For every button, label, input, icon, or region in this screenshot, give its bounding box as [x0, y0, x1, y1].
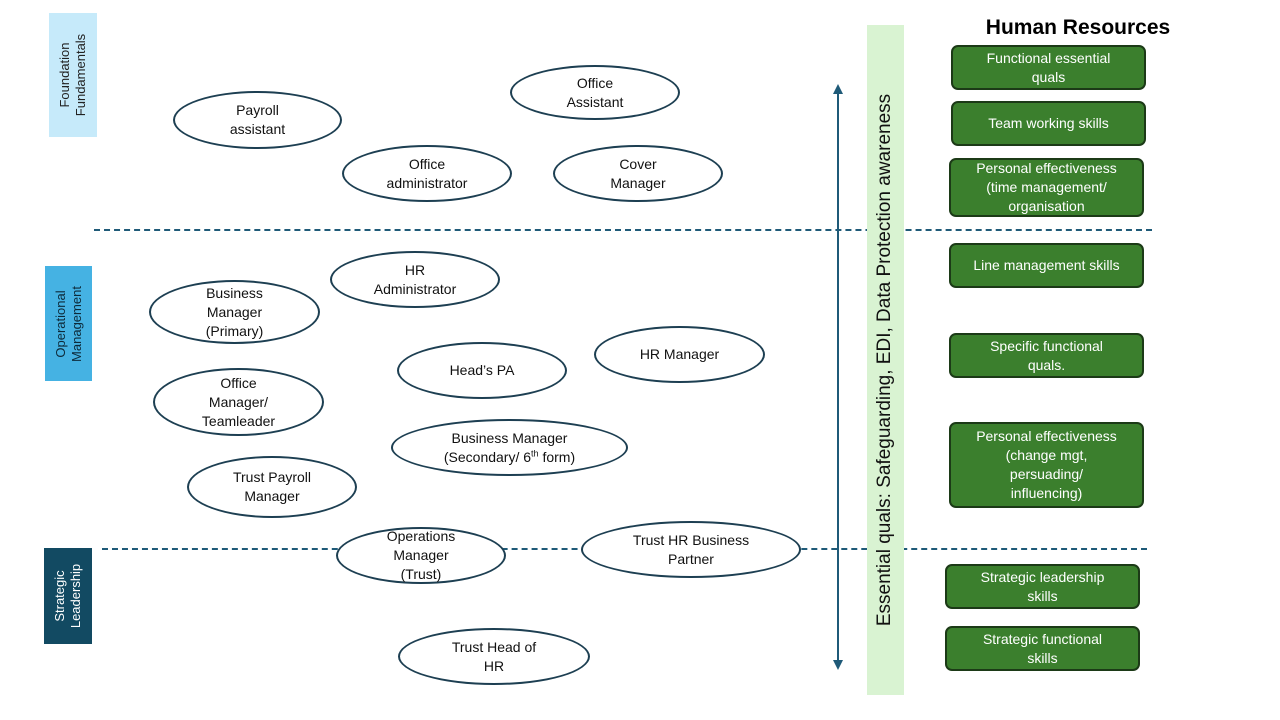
skill-line-management: Line management skills: [949, 243, 1144, 288]
role-operations-manager-trust: Operations Manager (Trust): [336, 527, 506, 584]
role-trust-payroll-manager: Trust Payroll Manager: [187, 456, 357, 518]
skill-personal-effectiveness-change: Personal effectiveness (change mgt, pers…: [949, 422, 1144, 508]
role-cover-manager: Cover Manager: [553, 145, 723, 202]
role-office-assistant: Office Assistant: [510, 65, 680, 120]
level-strategic-leadership: Strategic Leadership: [44, 548, 92, 644]
role-business-manager-primary: Business Manager (Primary): [149, 280, 320, 344]
role-hr-manager: HR Manager: [594, 326, 765, 383]
level-foundation-label: Foundation Fundamentals: [57, 33, 89, 117]
level-operational-label: Operational Management: [52, 285, 84, 362]
progression-arrow: [833, 84, 843, 670]
skill-strategic-leadership: Strategic leadership skills: [945, 564, 1140, 609]
role-hr-administrator: HR Administrator: [330, 251, 500, 308]
skill-personal-effectiveness-time: Personal effectiveness (time management/…: [949, 158, 1144, 217]
skill-strategic-functional: Strategic functional skills: [945, 626, 1140, 671]
role-trust-head-of-hr: Trust Head of HR: [398, 628, 590, 685]
level-strategic-label: Strategic Leadership: [52, 563, 84, 629]
role-heads-pa: Head’s PA: [397, 342, 567, 399]
skill-functional-essential-quals: Functional essential quals: [951, 45, 1146, 90]
divider-foundation-operational: [94, 229, 1152, 231]
level-operational-management: Operational Management: [45, 266, 92, 381]
role-office-administrator: Office administrator: [342, 145, 512, 202]
level-foundation-fundamentals: Foundation Fundamentals: [49, 13, 97, 137]
role-business-manager-secondary: Business Manager (Secondary/ 6th form): [391, 419, 628, 476]
role-business-manager-secondary-line1: Business Manager: [451, 429, 568, 446]
hr-title: Human Resources: [985, 16, 1171, 39]
role-trust-hr-business-partner: Trust HR Business Partner: [581, 521, 801, 578]
essential-quals-band: Essential quals: Safeguarding, EDI, Data…: [867, 25, 904, 695]
role-office-manager-teamleader: Office Manager/ Teamleader: [153, 368, 324, 436]
skill-team-working: Team working skills: [951, 101, 1146, 146]
role-payroll-assistant: Payroll assistant: [173, 91, 342, 149]
role-business-manager-secondary-line2: (Secondary/ 6th form): [443, 447, 576, 465]
essential-quals-label: Essential quals: Safeguarding, EDI, Data…: [874, 93, 896, 627]
skill-specific-functional-quals: Specific functional quals.: [949, 333, 1144, 378]
